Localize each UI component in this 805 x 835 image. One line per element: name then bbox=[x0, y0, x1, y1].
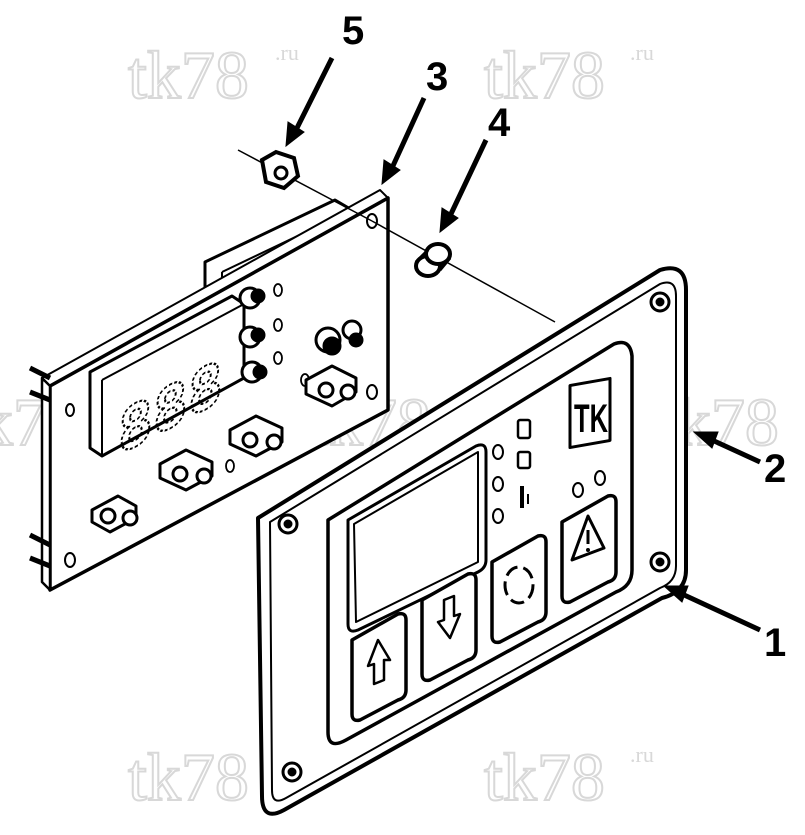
indicator-led bbox=[492, 508, 504, 524]
down-arrow-icon bbox=[436, 594, 462, 640]
box-icon bbox=[516, 450, 532, 470]
watermark: tk78 bbox=[484, 739, 605, 815]
circuit-board: 888 bbox=[28, 189, 390, 592]
callout-arrow bbox=[389, 96, 427, 170]
callout-arrowhead bbox=[381, 159, 401, 186]
mode-icons bbox=[516, 418, 532, 508]
indicator-led bbox=[492, 444, 504, 460]
board-pin bbox=[28, 365, 52, 381]
indicator-led bbox=[492, 476, 504, 492]
watermark-suffix: .ru bbox=[630, 40, 654, 65]
watermark: tk78 bbox=[484, 37, 605, 113]
board-pin bbox=[29, 555, 51, 569]
spacer bbox=[414, 242, 452, 278]
callout-arrow bbox=[710, 437, 762, 465]
watermark-suffix: .ru bbox=[630, 742, 654, 767]
watermark: tk78 bbox=[128, 739, 249, 815]
tactile-switch bbox=[304, 364, 358, 408]
hex-nut bbox=[259, 149, 301, 191]
callout-arrowhead bbox=[662, 585, 689, 603]
board-pin bbox=[29, 389, 51, 403]
bezel-screw-hole bbox=[277, 513, 299, 535]
watermark: tk78 bbox=[128, 37, 249, 113]
board-mount-hole bbox=[366, 384, 378, 400]
led-cluster bbox=[238, 286, 364, 384]
indicator-led bbox=[572, 482, 584, 498]
board-mount-hole bbox=[64, 552, 76, 568]
callout-arrow bbox=[680, 591, 762, 633]
callouts: 5 3 4 2 1 bbox=[285, 9, 786, 665]
up-arrow-icon bbox=[366, 638, 392, 686]
callout-1: 1 bbox=[764, 621, 786, 665]
callout-arrowhead bbox=[285, 121, 305, 148]
tactile-switch bbox=[228, 414, 284, 458]
callout-arrowhead bbox=[439, 207, 459, 234]
callout-arrow bbox=[293, 56, 335, 132]
tactile-switch bbox=[90, 494, 139, 534]
callout-4: 4 bbox=[488, 101, 511, 145]
board-pin bbox=[28, 532, 52, 548]
cycle-icon bbox=[503, 565, 535, 605]
callout-arrowhead bbox=[692, 431, 719, 449]
logo-text: TK bbox=[574, 397, 608, 441]
watermark-suffix: .ru bbox=[275, 40, 299, 65]
hardware bbox=[237, 149, 556, 323]
bezel-screw-hole bbox=[649, 291, 671, 313]
callout-arrow bbox=[447, 138, 489, 218]
tactile-switch bbox=[158, 448, 214, 492]
brand-logo: TK bbox=[568, 376, 612, 450]
callout-5: 5 bbox=[342, 9, 364, 53]
board-mount-hole bbox=[65, 403, 75, 417]
callout-2: 2 bbox=[764, 447, 786, 491]
callout-3: 3 bbox=[426, 55, 448, 99]
bezel-screw-hole bbox=[281, 761, 303, 783]
indicator-led bbox=[594, 470, 606, 486]
down-arrow-button bbox=[420, 571, 478, 683]
cycle-button bbox=[490, 533, 548, 645]
truck-icon bbox=[516, 418, 532, 440]
alarm-button bbox=[560, 493, 618, 605]
up-arrow-button bbox=[350, 611, 408, 723]
bezel-screw-hole bbox=[649, 551, 671, 573]
